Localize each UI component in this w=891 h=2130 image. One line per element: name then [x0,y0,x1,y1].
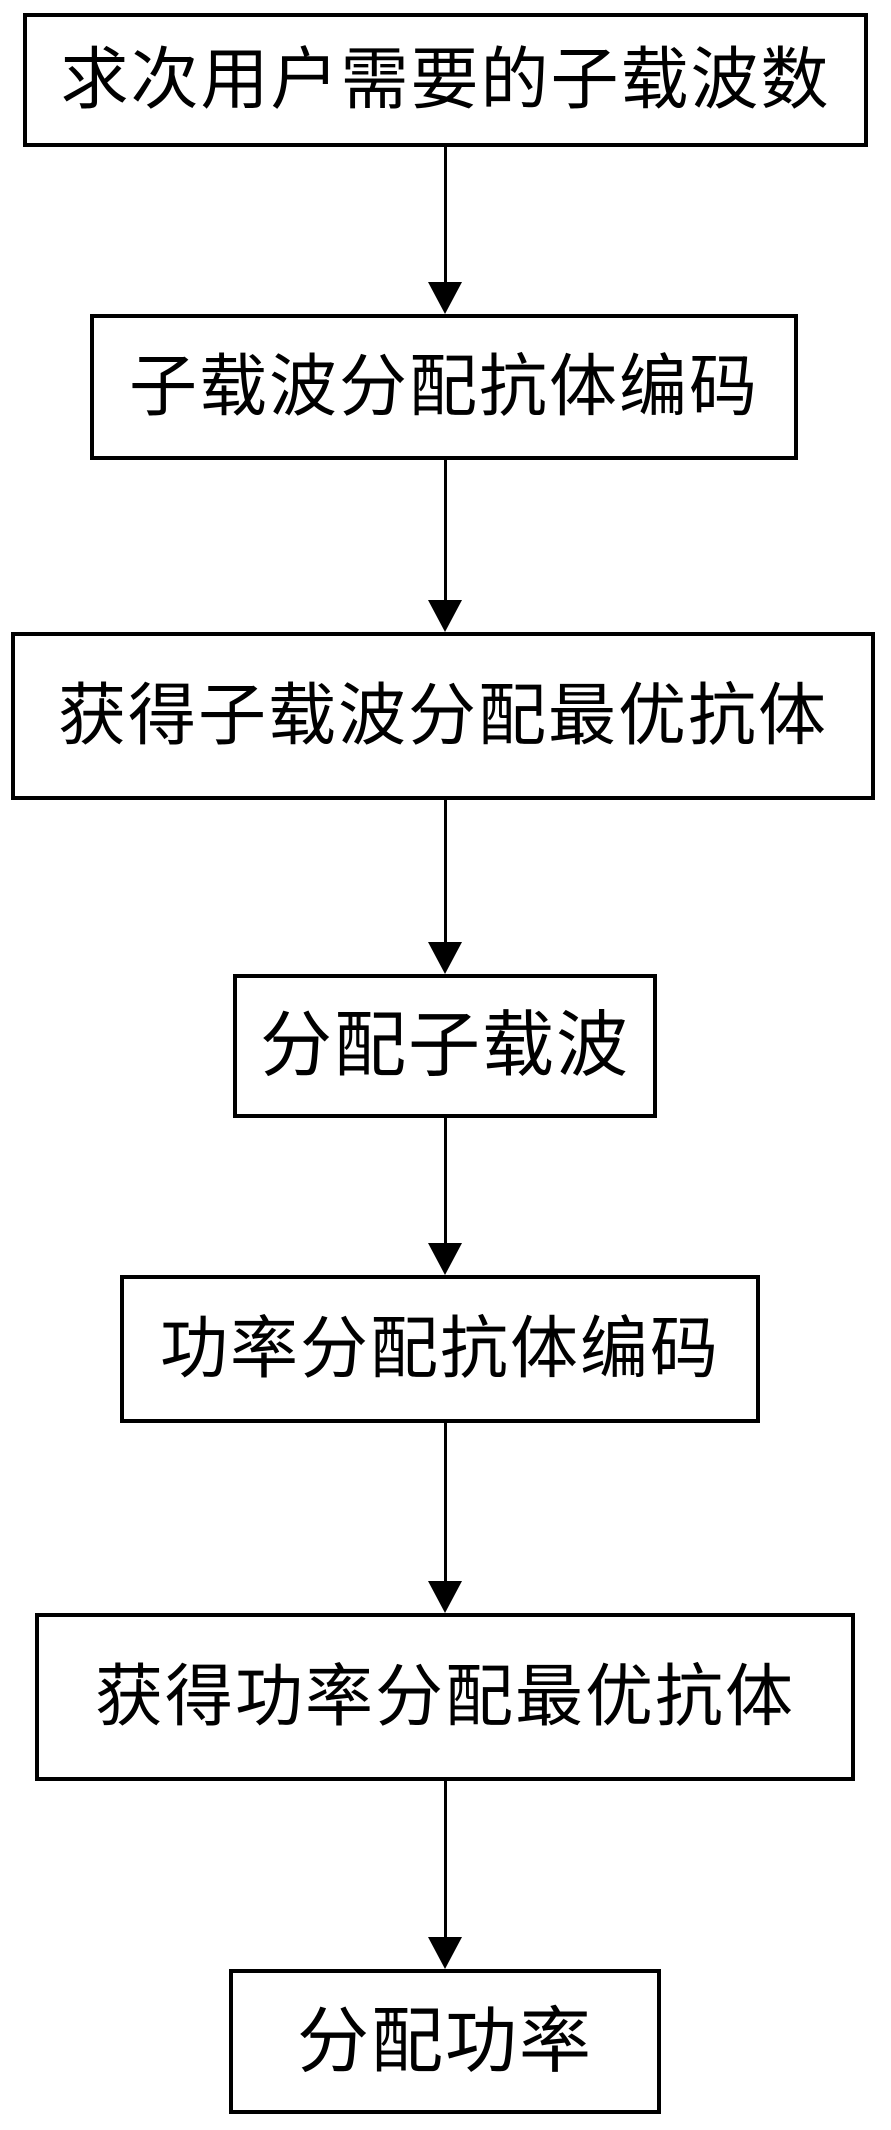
flow-node-subcarrier-antibody-encoding: 子载波分配抗体编码 [90,314,798,460]
arrow-shaft [443,800,447,942]
arrowhead-icon [428,1581,462,1613]
arrow-down-3 [428,800,462,974]
arrow-shaft [443,1781,447,1937]
arrow-down-2 [428,460,462,632]
arrow-down-6 [428,1781,462,1969]
arrowhead-icon [428,282,462,314]
flow-node-subcarrier-optimal-antibody: 获得子载波分配最优抗体 [11,632,875,800]
flow-node-subcarrier-count: 求次用户需要的子载波数 [23,13,868,147]
flow-node-power-optimal-antibody: 获得功率分配最优抗体 [35,1613,855,1781]
arrow-shaft [443,460,447,600]
arrow-shaft [443,1423,447,1581]
arrow-shaft [443,1118,447,1243]
arrowhead-icon [428,942,462,974]
arrow-down-5 [428,1423,462,1613]
arrowhead-icon [428,600,462,632]
flow-node-power-antibody-encoding: 功率分配抗体编码 [120,1275,760,1423]
arrow-down-4 [428,1118,462,1275]
arrowhead-icon [428,1937,462,1969]
flow-node-allocate-subcarrier: 分配子载波 [233,974,657,1118]
arrow-shaft [443,147,447,282]
arrow-down-1 [428,147,462,314]
arrowhead-icon [428,1243,462,1275]
flow-node-allocate-power: 分配功率 [229,1969,661,2114]
